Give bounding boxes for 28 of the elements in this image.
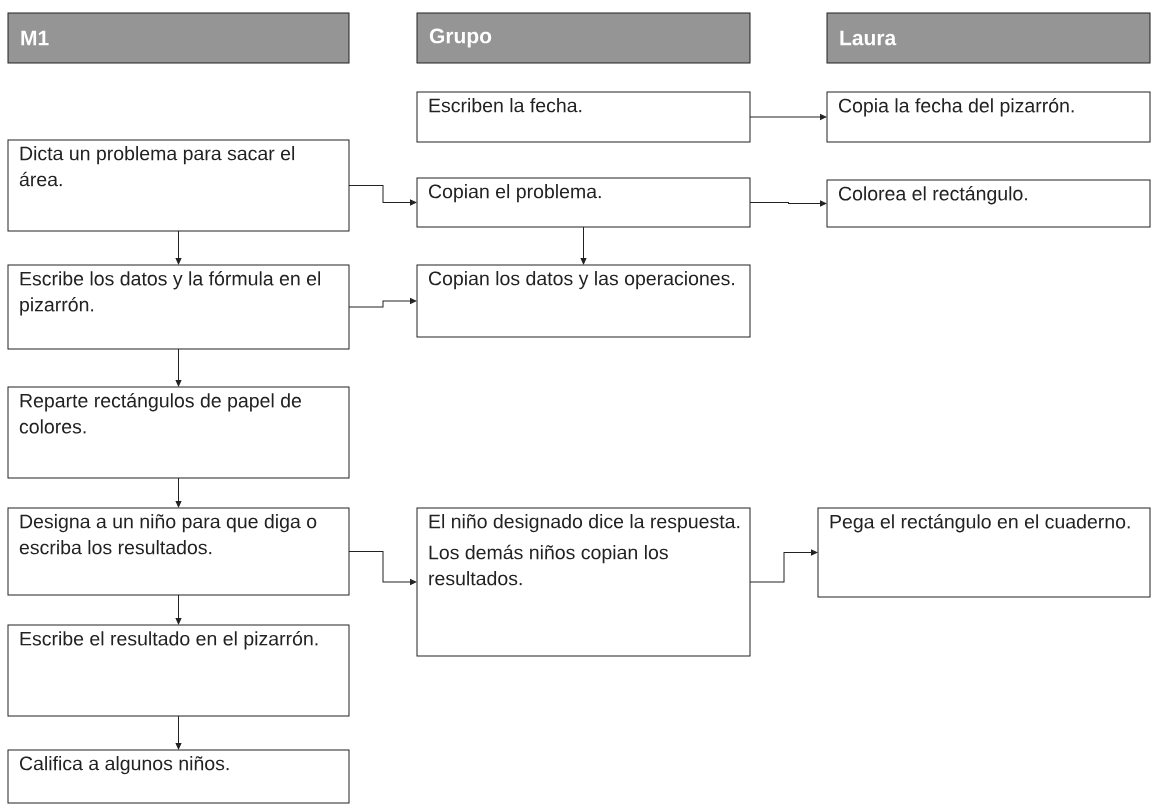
column-header: Grupo — [416, 12, 751, 64]
arrow — [348, 185, 417, 206]
process-box: Dicta un problema para sacar el área. — [7, 139, 350, 232]
process-box: Designa a un niño para que diga o escriba los resultados. — [7, 507, 350, 596]
arrow — [175, 348, 182, 387]
arrow — [749, 200, 827, 207]
arrow — [348, 298, 417, 308]
process-box: Escriben la fecha. — [416, 91, 751, 143]
process-box: Copia la fecha del pizarrón. — [826, 91, 1151, 143]
process-box: Pega el rectángulo en el cuaderno. — [817, 507, 1151, 598]
process-box: Reparte rectángulos de papel de colores. — [7, 386, 350, 479]
process-box: Colorea el rectángulo. — [826, 179, 1151, 228]
process-box: Copian los datos y las operaciones. — [416, 264, 751, 338]
arrow — [348, 551, 417, 585]
column-header: M1 — [7, 12, 350, 64]
process-box: Copian el problema. — [416, 177, 751, 228]
arrow — [175, 230, 182, 265]
column-header: Laura — [826, 12, 1151, 64]
arrow — [175, 594, 182, 625]
arrow — [749, 549, 818, 583]
arrow — [580, 226, 587, 265]
arrow — [175, 715, 182, 750]
arrow — [749, 114, 827, 120]
process-box: Escribe los datos y la fórmula en el pizarrón. — [7, 264, 350, 350]
arrow — [175, 477, 182, 508]
process-box: El niño designado dice la respuesta. Los demás niños copian los resultados. — [416, 507, 751, 657]
process-box: Califica a algunos niños. — [7, 749, 350, 804]
process-box: Escribe el resultado en el pizarrón. — [7, 624, 350, 717]
